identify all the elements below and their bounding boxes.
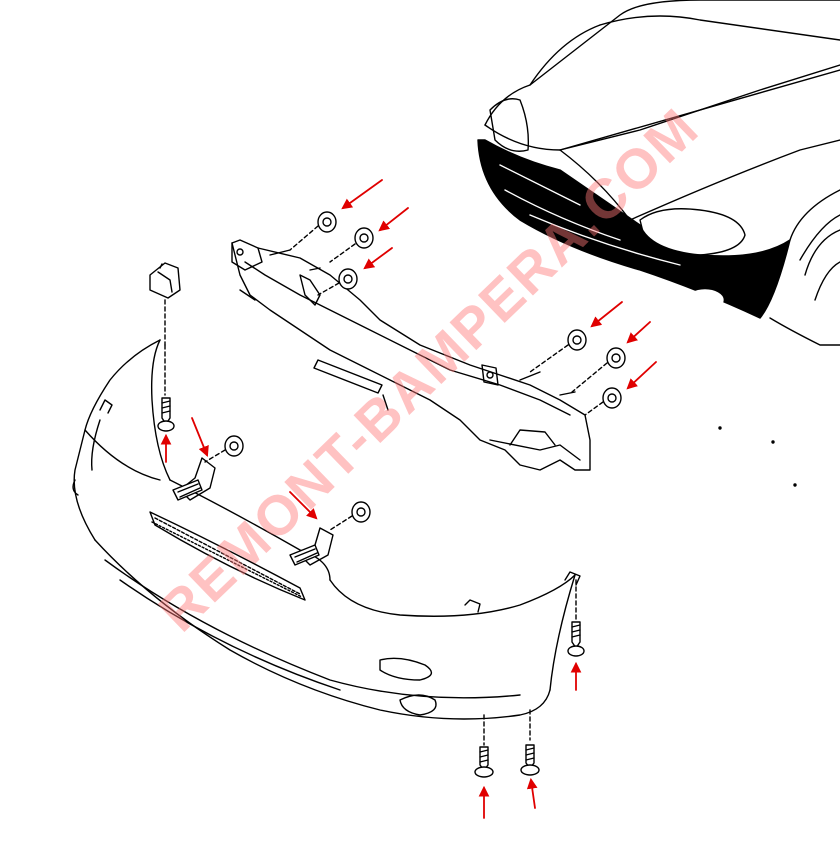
mounting-nut bbox=[338, 268, 358, 290]
mounting-nut bbox=[224, 435, 244, 457]
beam-bracket-right bbox=[481, 364, 499, 386]
car-front bbox=[477, 0, 840, 346]
clip bbox=[149, 262, 181, 346]
arrow bbox=[191, 417, 209, 458]
screw bbox=[567, 579, 585, 657]
arrow bbox=[590, 301, 623, 328]
bumper-bracket-left bbox=[172, 457, 216, 501]
fog-light-right bbox=[379, 657, 433, 681]
red-arrows bbox=[160, 179, 657, 819]
arrow bbox=[626, 321, 651, 344]
arrow bbox=[378, 207, 409, 232]
screw bbox=[474, 714, 494, 778]
arrow bbox=[341, 179, 383, 210]
beam-bracket-left bbox=[231, 242, 263, 271]
arrow bbox=[289, 491, 318, 520]
beam-nuts-left bbox=[289, 211, 374, 296]
mounting-nut bbox=[317, 211, 337, 233]
mounting-nut bbox=[602, 387, 622, 409]
mounting-nut bbox=[351, 501, 371, 523]
arrow bbox=[626, 361, 657, 390]
beam-slot bbox=[313, 359, 383, 394]
car-bumper-black bbox=[477, 139, 791, 319]
bolt bbox=[172, 479, 203, 501]
mounting-nut bbox=[606, 347, 626, 369]
arrow bbox=[526, 777, 538, 809]
bumper-reinforcement-beam bbox=[231, 239, 591, 471]
bumper-cover bbox=[72, 339, 581, 720]
bolt bbox=[289, 544, 320, 566]
bumper-bracket-right bbox=[289, 527, 334, 566]
screw bbox=[520, 709, 540, 776]
screw bbox=[157, 344, 175, 432]
arrow bbox=[363, 247, 393, 270]
beam-nuts-right bbox=[529, 329, 626, 416]
grille bbox=[149, 511, 306, 601]
mounting-nut bbox=[354, 227, 374, 249]
mounting-nut bbox=[567, 329, 587, 351]
